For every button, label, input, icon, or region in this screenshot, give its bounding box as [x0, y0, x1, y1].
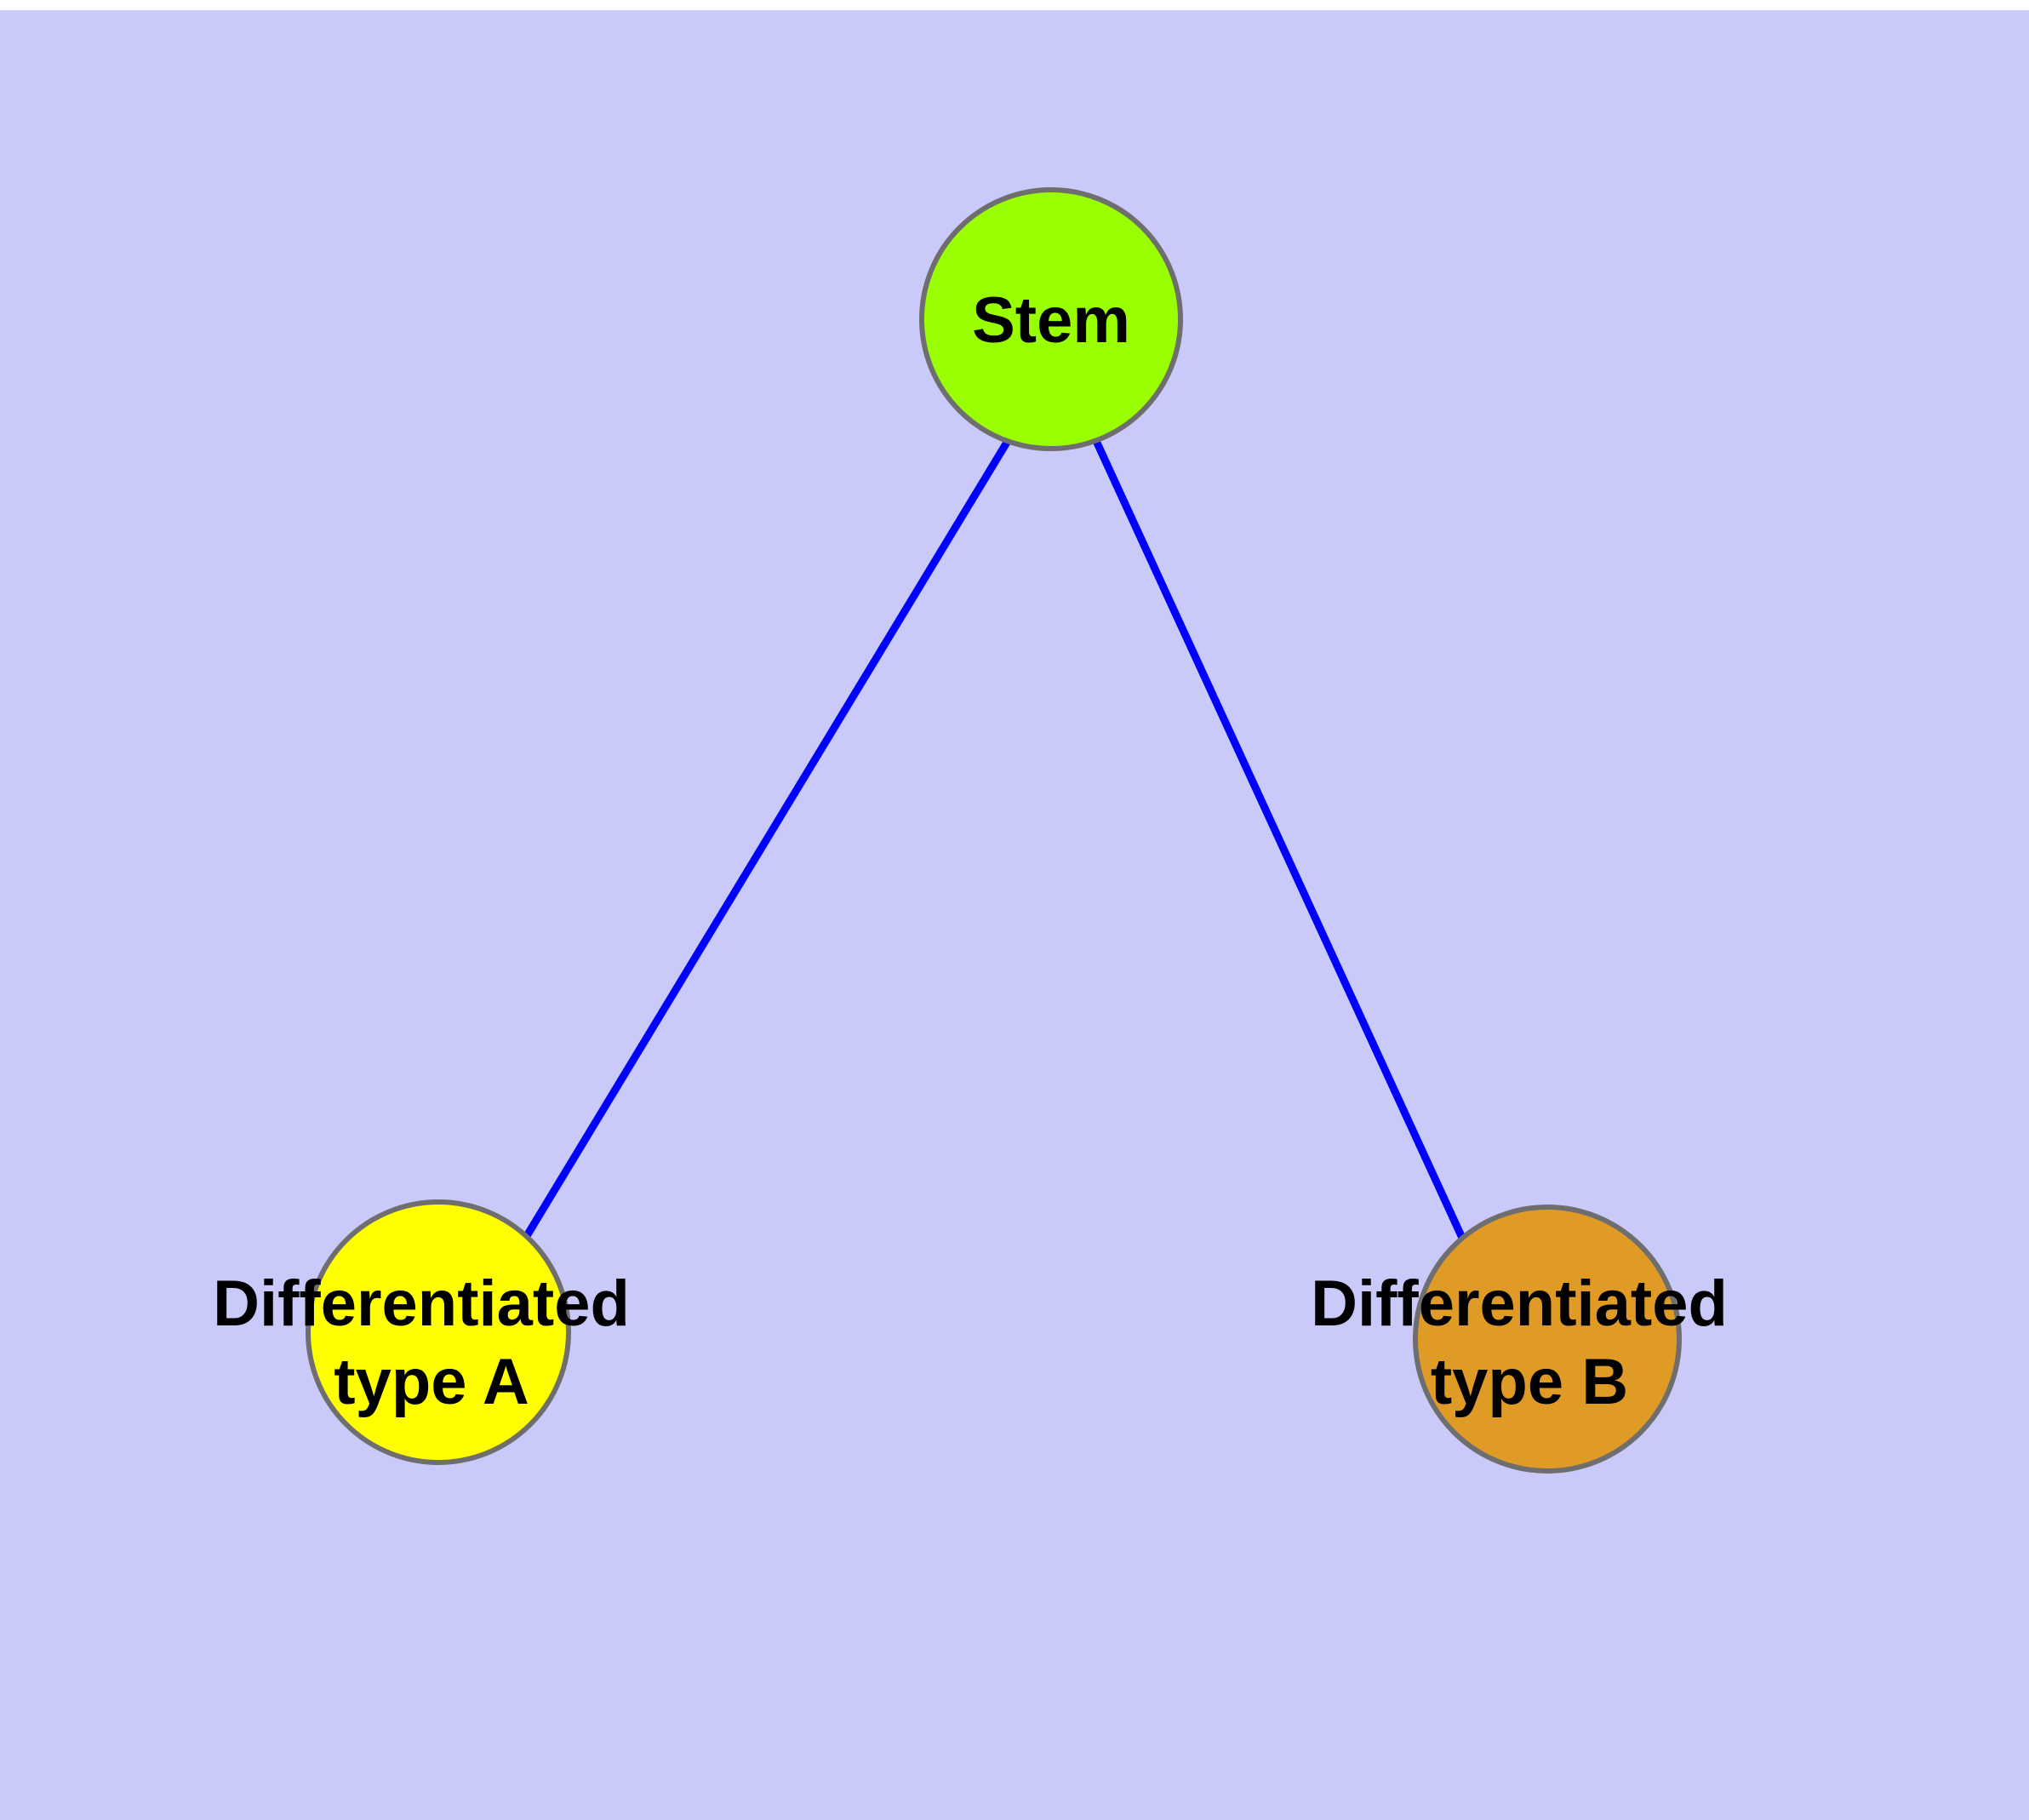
node-differentiated-type-b-label-line1: Differentiated — [1311, 1268, 1728, 1340]
node-differentiated-type-a-label-line2: type A — [334, 1346, 529, 1418]
node-stem-label-line1: Stem — [972, 284, 1130, 357]
graph-svg: Stem Differentiated type A Differentiate… — [213, 187, 1728, 1474]
edges-group — [519, 438, 1471, 1249]
node-differentiated-type-b-circle[interactable] — [1413, 1205, 1682, 1474]
edge-stem-to-differentiated-type-b[interactable] — [1092, 439, 1471, 1249]
node-differentiated-type-b-label-line2: type B — [1431, 1346, 1628, 1418]
node-differentiated-type-a-circle[interactable] — [306, 1199, 571, 1465]
node-stem[interactable]: Stem — [919, 187, 1183, 451]
node-differentiated-type-a[interactable]: Differentiated type A — [213, 1199, 630, 1465]
diagram-canvas: Stem Differentiated type A Differentiate… — [0, 10, 2029, 1820]
edge-stem-to-differentiated-type-a[interactable] — [519, 438, 1011, 1245]
node-stem-circle[interactable] — [919, 187, 1183, 451]
node-differentiated-type-a-label-line1: Differentiated — [213, 1268, 630, 1340]
node-differentiated-type-b[interactable]: Differentiated type B — [1311, 1205, 1728, 1474]
